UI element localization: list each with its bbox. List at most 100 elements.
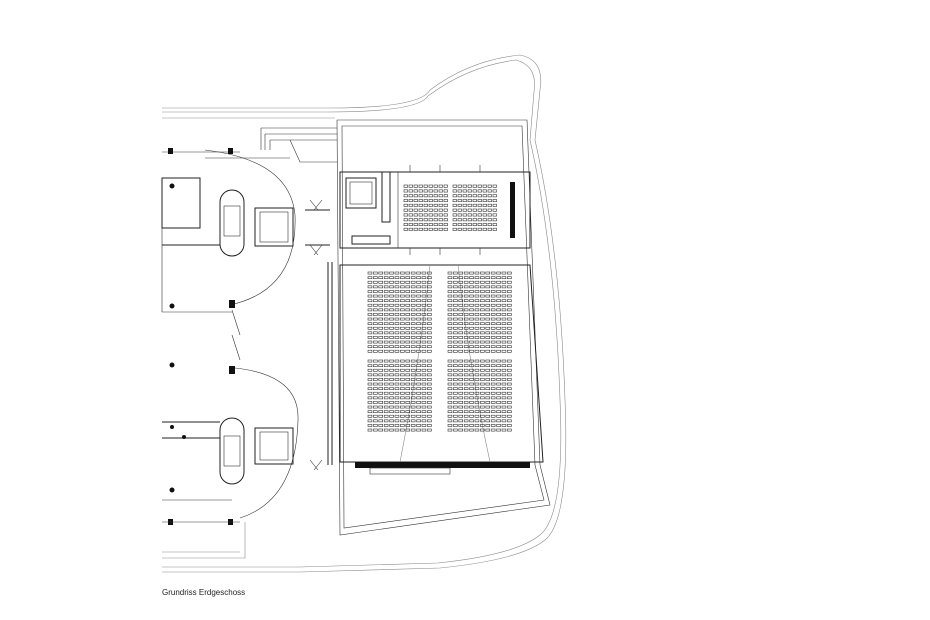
seat (408, 227, 413, 231)
seat (480, 373, 485, 377)
seat (405, 387, 410, 391)
seat (394, 401, 400, 404)
seat (447, 382, 453, 386)
seat (427, 414, 432, 418)
upper-hall (339, 165, 531, 255)
seat (405, 331, 410, 335)
seat (383, 317, 389, 321)
seat (469, 290, 474, 293)
seat (383, 285, 389, 289)
seat (383, 299, 389, 303)
seat (405, 271, 410, 275)
seat (427, 271, 432, 275)
seat (496, 340, 501, 344)
seat (416, 373, 421, 377)
seat (408, 218, 413, 222)
seat (469, 285, 474, 289)
seat (458, 410, 463, 414)
seat (427, 308, 432, 312)
seat (453, 382, 458, 386)
seat (490, 424, 496, 427)
seat (463, 364, 469, 368)
seat (413, 218, 418, 222)
seat (458, 396, 463, 400)
seat (421, 391, 427, 395)
seat (394, 428, 400, 432)
seat (389, 405, 394, 409)
seat (485, 326, 490, 330)
seat (487, 213, 492, 217)
seat (427, 285, 432, 289)
seat (447, 378, 453, 381)
seat (421, 414, 427, 418)
seat (487, 194, 492, 198)
seat (427, 322, 432, 326)
seat (490, 368, 496, 372)
seat (427, 387, 432, 391)
seat (507, 294, 512, 298)
seat (507, 401, 512, 404)
seat (463, 290, 469, 293)
seat (474, 345, 480, 349)
seat (400, 378, 405, 381)
seat (469, 405, 474, 409)
seat (507, 340, 512, 344)
seat (400, 391, 405, 395)
seat (438, 194, 443, 198)
seat (477, 213, 482, 217)
seat (490, 336, 496, 339)
seat (447, 285, 453, 289)
seat (394, 419, 400, 423)
seat (501, 368, 507, 372)
seat (467, 213, 472, 217)
seat (463, 340, 469, 344)
seat (383, 368, 389, 372)
seat (480, 294, 485, 298)
seat (492, 213, 497, 217)
seat (447, 294, 453, 298)
seat (389, 387, 394, 391)
seat (367, 299, 373, 303)
seat (423, 189, 428, 193)
seat (394, 387, 400, 391)
seat (463, 336, 469, 339)
seat (474, 424, 480, 427)
seat (469, 313, 474, 316)
seat (480, 317, 485, 321)
seat (458, 414, 463, 418)
seat (490, 382, 496, 386)
seat (383, 345, 389, 349)
seat (367, 419, 373, 423)
seat (373, 373, 378, 377)
seat (383, 410, 389, 414)
seat (413, 223, 418, 226)
seat (490, 326, 496, 330)
seat (469, 299, 474, 303)
seat (410, 378, 416, 381)
seat (389, 391, 394, 395)
seat (453, 345, 458, 349)
seat (423, 213, 428, 217)
seat (413, 189, 418, 193)
seat (496, 317, 501, 321)
seat (400, 364, 405, 368)
seat (458, 303, 463, 307)
seat (427, 368, 432, 372)
seat (492, 208, 497, 212)
seat (492, 189, 497, 193)
seat (447, 424, 453, 427)
seat (447, 336, 453, 339)
seat (482, 213, 487, 217)
seat (507, 326, 512, 330)
seat (378, 410, 383, 414)
seat (367, 410, 373, 414)
seat (410, 276, 416, 280)
seat (428, 208, 433, 212)
seat (452, 199, 457, 202)
seat (373, 303, 378, 307)
seat (487, 208, 492, 212)
seat (490, 419, 496, 423)
seat (383, 294, 389, 298)
seat (410, 340, 416, 344)
seat (408, 213, 413, 217)
